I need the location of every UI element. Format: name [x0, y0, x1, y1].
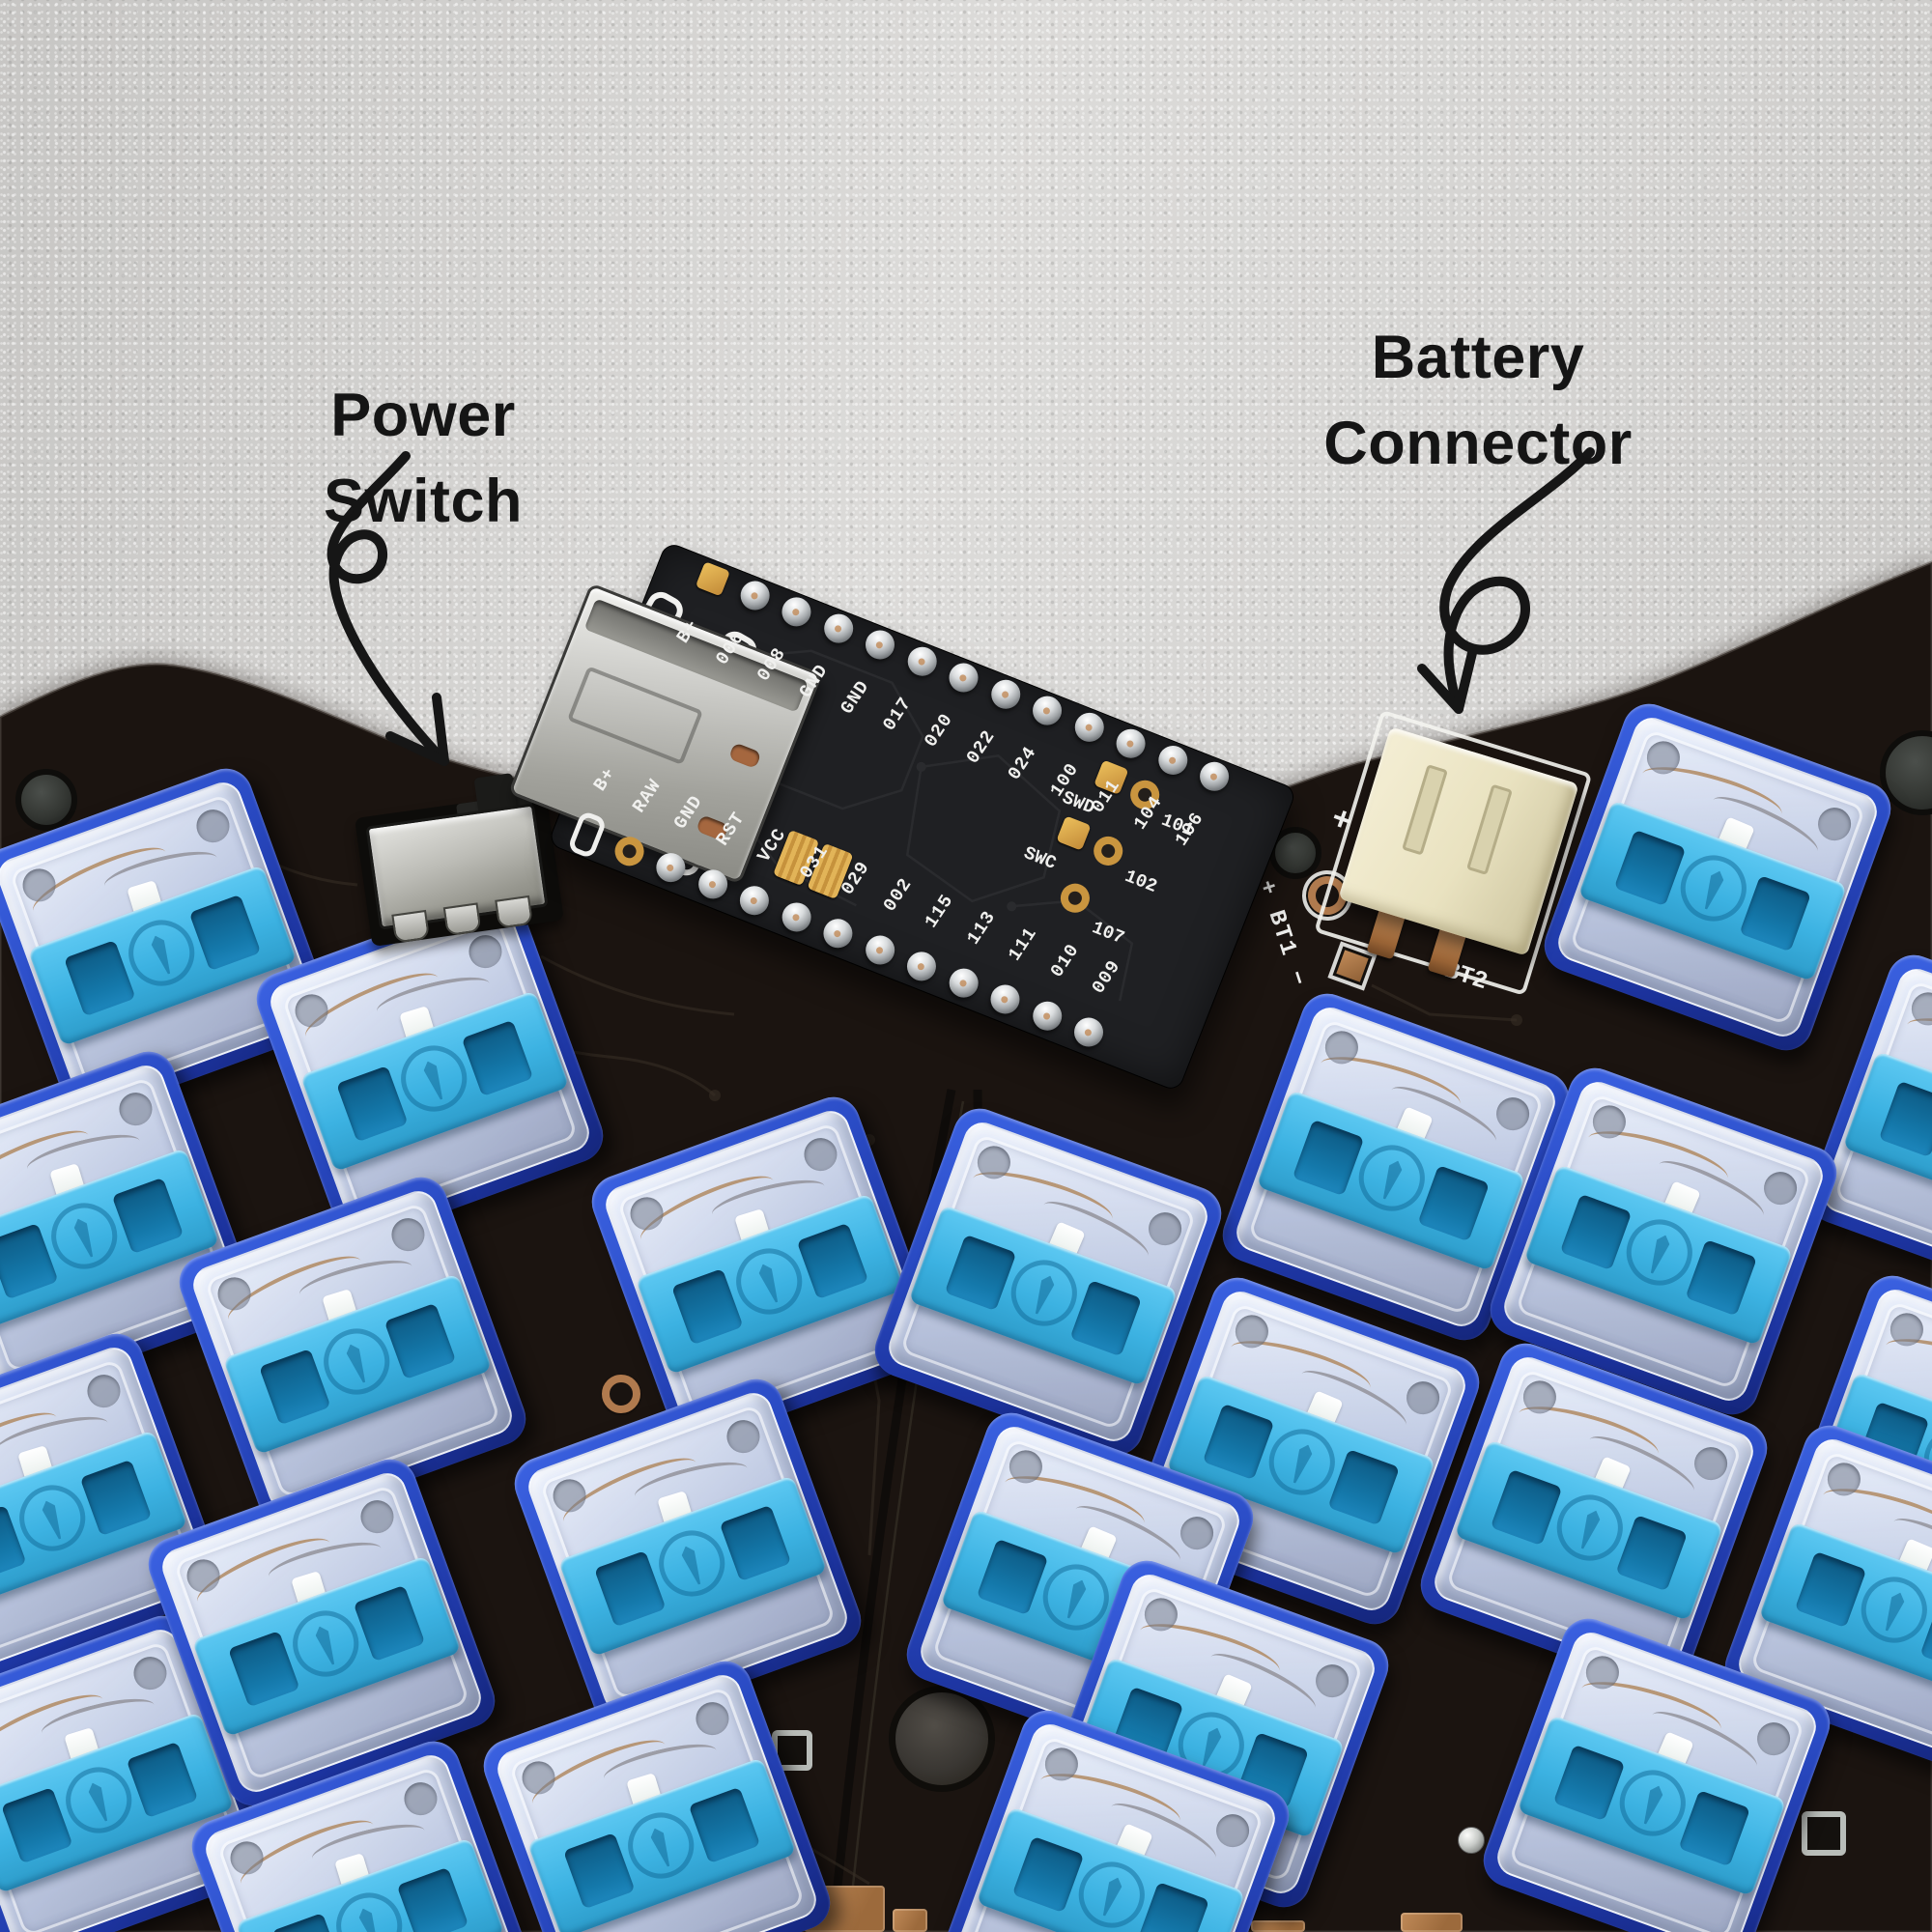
kailh-logo-icon	[1548, 1485, 1633, 1571]
copper-pad	[1251, 1920, 1305, 1932]
kailh-logo-icon	[42, 1193, 127, 1279]
kailh-logo-icon	[726, 1238, 811, 1324]
kailh-logo-icon	[10, 1475, 95, 1561]
kailh-logo-icon	[1002, 1250, 1087, 1336]
copper-pad	[893, 1909, 927, 1932]
annotation-battery-connector-line1: Battery	[1371, 324, 1585, 391]
copper-pad	[1401, 1913, 1463, 1932]
annotation-battery-connector-line2: Connector	[1323, 410, 1633, 478]
pcb-hole	[1802, 1811, 1846, 1856]
annotation-power-switch-line1: Power	[330, 382, 516, 449]
kailh-logo-icon	[1852, 1567, 1932, 1653]
pcb-hole	[15, 769, 77, 831]
kailh-logo-icon	[56, 1757, 141, 1843]
kailh-logo-icon	[314, 1319, 399, 1405]
kailh-logo-icon	[649, 1520, 734, 1606]
pcb-hole	[602, 1375, 640, 1413]
pcb-hole	[889, 1686, 995, 1792]
kailh-logo-icon	[283, 1601, 368, 1687]
kailh-logo-icon	[391, 1036, 476, 1122]
battery-connector	[1314, 709, 1593, 996]
kailh-logo-icon	[1350, 1135, 1435, 1221]
kailh-logo-icon	[618, 1803, 703, 1889]
power-switch	[355, 773, 564, 947]
kailh-logo-icon	[1617, 1209, 1702, 1295]
kailh-logo-icon	[1671, 845, 1756, 931]
kailh-logo-icon	[1260, 1419, 1345, 1505]
kailh-logo-icon	[1610, 1760, 1695, 1846]
pcb-hole	[1458, 1827, 1485, 1854]
kailh-logo-icon	[119, 910, 204, 996]
kailh-logo-icon	[1069, 1852, 1154, 1932]
split-seam-left	[828, 1089, 956, 1932]
annotation-battery-connector: Battery Connector	[1275, 315, 1681, 488]
annotation-power-switch: Power Switch	[249, 373, 597, 546]
annotation-power-switch-line2: Switch	[323, 468, 524, 536]
